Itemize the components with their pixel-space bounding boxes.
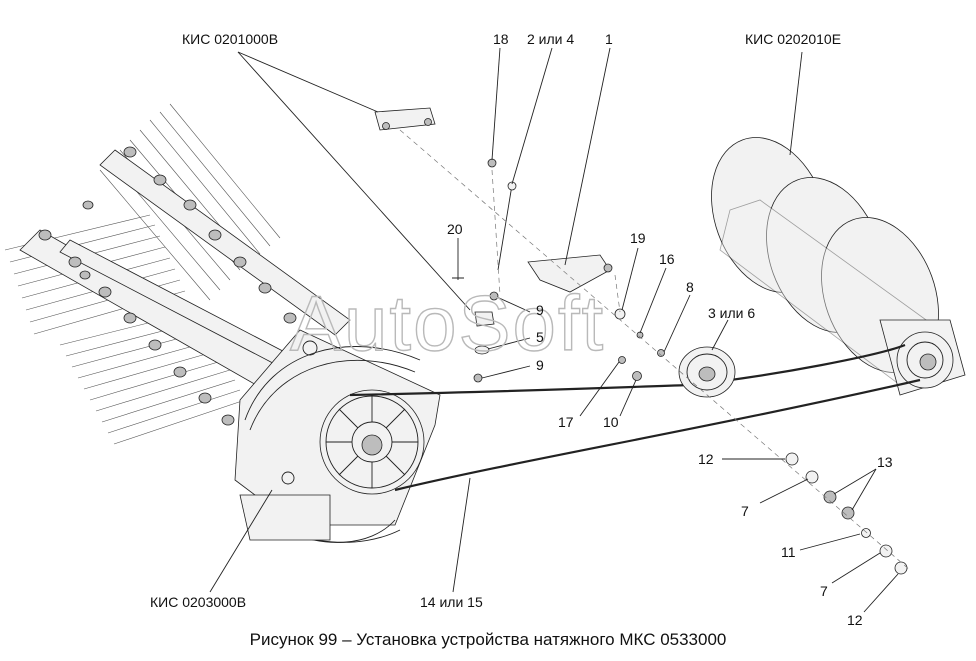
- label-kis-0203000v: КИС 0203000В: [150, 594, 246, 610]
- label-10: 10: [603, 414, 619, 430]
- label-3-or-6: 3 или 6: [708, 305, 755, 321]
- label-7-top: 7: [741, 503, 749, 519]
- label-7-bottom: 7: [820, 583, 828, 599]
- label-kis-0201000v: КИС 0201000В: [182, 31, 278, 47]
- label-17: 17: [558, 414, 574, 430]
- small-parts-drawing: [374, 107, 908, 575]
- auger-drawing: [711, 137, 966, 396]
- label-20: 20: [447, 221, 463, 237]
- label-9-top: 9: [536, 302, 544, 318]
- label-12-bottom: 12: [847, 612, 863, 628]
- drive-belt-drawing: [349, 343, 921, 492]
- label-19: 19: [630, 230, 646, 246]
- label-9-bottom: 9: [536, 357, 544, 373]
- figure-caption: Рисунок 99 – Установка устройства натяжн…: [250, 630, 727, 649]
- label-1: 1: [605, 31, 613, 47]
- label-kis-0202010e: КИС 0202010Е: [745, 31, 841, 47]
- leader-lines: [209, 47, 899, 613]
- label-14-or-15: 14 или 15: [420, 594, 483, 610]
- label-5: 5: [536, 329, 544, 345]
- label-2-or-4: 2 или 4: [527, 31, 574, 47]
- assembly-axis: [399, 129, 911, 571]
- header-assembly-drawing: [4, 103, 441, 543]
- watermark: AutoSoft: [290, 279, 605, 367]
- label-8: 8: [686, 279, 694, 295]
- label-18: 18: [493, 31, 509, 47]
- label-13: 13: [877, 454, 893, 470]
- label-12-top: 12: [698, 451, 714, 467]
- label-11: 11: [781, 544, 796, 560]
- label-16: 16: [659, 251, 675, 267]
- tension-pulley-drawing: [678, 346, 736, 398]
